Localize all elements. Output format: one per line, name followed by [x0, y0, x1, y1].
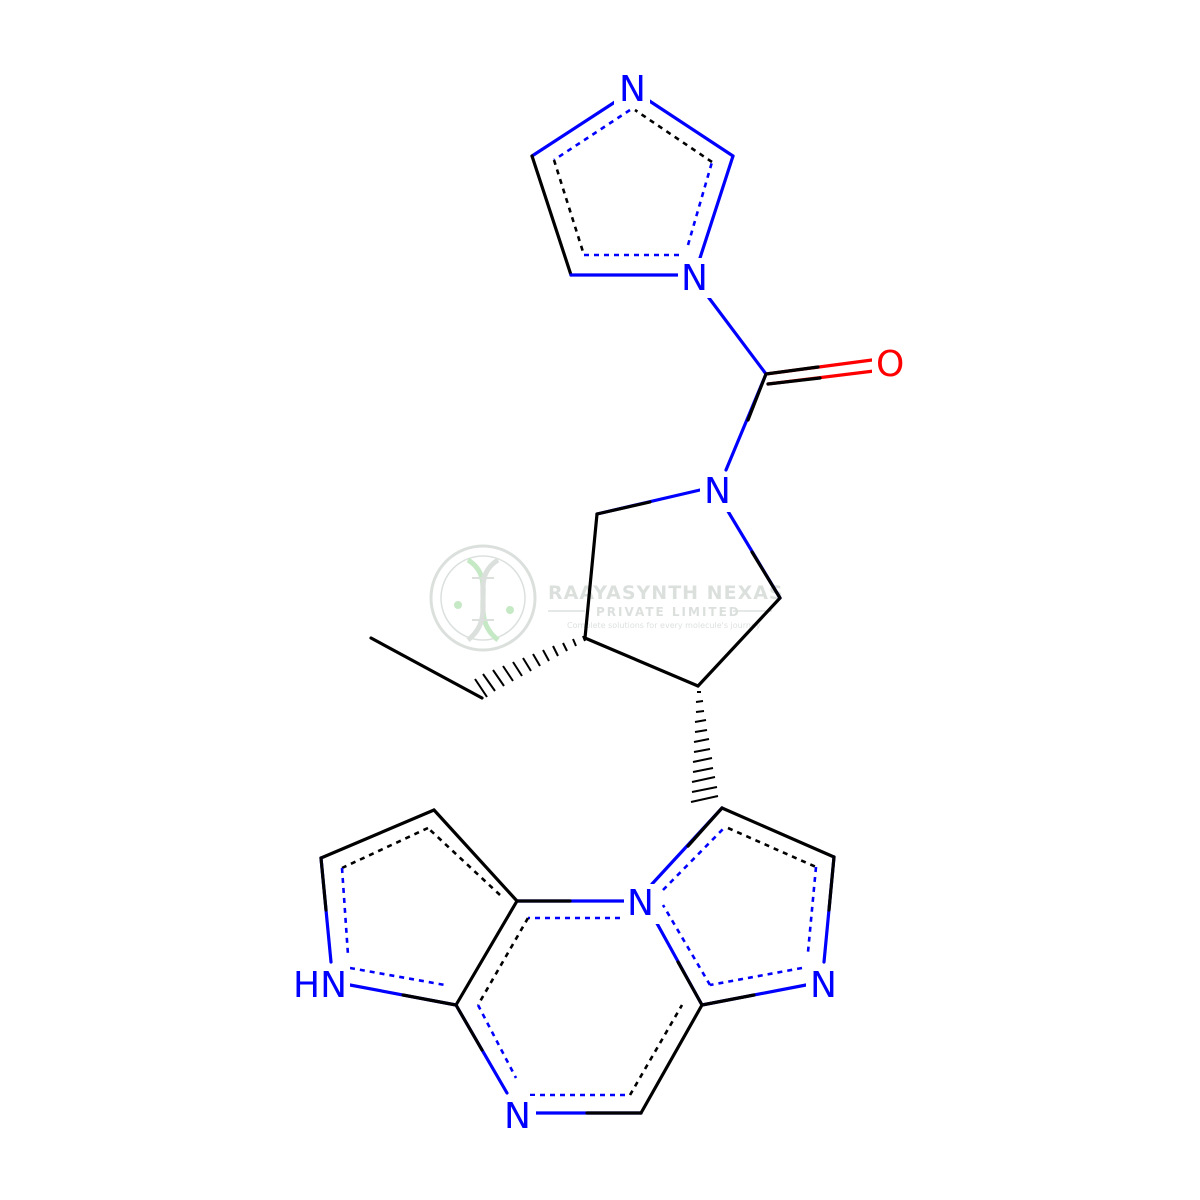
watermark-subtitle: PRIVATE LIMITED	[596, 605, 741, 619]
atom-nh-pyrrole: HN	[293, 965, 347, 1006]
bond-n-carbonyl	[704, 292, 768, 376]
bonds	[319, 98, 876, 1115]
hashed-wedge-ethyl	[474, 635, 586, 698]
bond-imid-n1-c2	[530, 98, 620, 158]
atom-n-imidazole-link: N	[681, 258, 708, 299]
aromatic-ring-pyrrole	[340, 826, 501, 987]
atom-n-imidazole-top: N	[619, 69, 646, 110]
aromatic-ring-top	[552, 108, 714, 257]
bond-pyrrole-c10-c11	[319, 808, 436, 860]
atom-n-pyrazine: N	[504, 1096, 531, 1137]
bond-imid-c2-c3	[530, 154, 573, 277]
bond-pyr-c3-c4	[583, 636, 700, 688]
bond-pyz-c9-c4	[639, 1003, 704, 1115]
bond-imid2-c1-c2	[720, 806, 836, 859]
bond-ethyl-ch2-ch3	[369, 636, 484, 700]
atom-n-bridgehead: N	[627, 883, 654, 924]
bond-pyr-c4-c5	[696, 596, 782, 688]
bond-imid-c5-n1	[646, 98, 735, 158]
bond-imid-n4-c5	[698, 154, 735, 260]
atom-n-imidazole-right: N	[810, 965, 837, 1006]
watermark-title: RAAYASYNTH NEXAS	[548, 582, 784, 604]
bond-pyr-c2-c3	[583, 512, 599, 640]
watermark-tagline: Complete solutions for every molecule's …	[567, 621, 761, 630]
atom-labels: N N O N N N HN N	[292, 68, 908, 1137]
hashed-wedge-ring	[690, 691, 719, 803]
aromatic-ring-imid2	[661, 826, 818, 987]
dna-helix-icon	[429, 544, 537, 652]
bond-pyz-c6-c7	[454, 899, 519, 1007]
atom-o-carbonyl: O	[876, 344, 904, 385]
watermark: RAAYASYNTH NEXAS PRIVATE LIMITED Complet…	[429, 544, 784, 652]
bond-pyrrole-c6-c10	[432, 808, 519, 903]
atom-n-pyrrolidine: N	[704, 471, 731, 512]
aromatic-ring-pyrazine	[476, 916, 684, 1097]
